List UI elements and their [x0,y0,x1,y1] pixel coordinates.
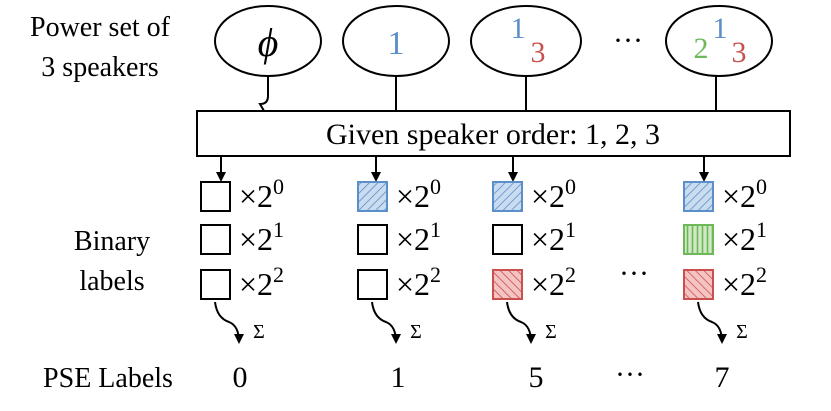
speaker-1-label: 1 [713,12,728,45]
pse-value-s123: 7 [715,361,730,394]
bit-box-0-on [492,181,523,212]
speaker-3-label: 3 [531,36,546,69]
pse-value-s1: 1 [391,361,406,394]
ellipsis-top: ··· [613,24,643,57]
sum-arrow [371,301,401,344]
bit-box-2-off [200,269,231,300]
subset-ellipse-s123 [665,5,773,77]
multiplier-label: ×20 [722,174,767,214]
sum-symbol: Σ [545,321,557,343]
pse-value-s13: 5 [529,361,544,394]
multiplier-label: ×21 [722,217,767,257]
bit-box-1-on [683,224,714,255]
speaker-1-label: 1 [388,25,405,62]
sum-arrow [697,301,727,344]
multiplier-label: ×20 [396,174,441,214]
bit-box-2-on [683,269,714,300]
speaker-3-label: 3 [732,36,747,69]
bit-box-0-on [683,181,714,212]
multiplier-label: ×21 [239,217,284,257]
sum-arrow [506,301,536,344]
sum-symbol: Σ [410,321,422,343]
connector-to-order-box [258,76,269,112]
power-set-label-line2: 3 speakers [41,52,158,83]
speaker-order-text: Given speaker order: 1, 2, 3 [326,118,660,151]
multiplier-label: ×22 [722,262,767,302]
empty-set-symbol: ϕ [258,20,279,65]
binary-label-line1: Binary [74,226,150,257]
ellipsis-bottom: ··· [615,358,645,391]
bit-box-0-on [357,181,388,212]
speaker-order-box [196,110,791,157]
multiplier-label: ×21 [531,217,576,257]
bit-box-1-off [492,224,523,255]
bit-box-1-off [200,224,231,255]
sum-arrow [214,301,244,344]
multiplier-label: ×21 [396,217,441,257]
ellipsis-middle: ··· [619,257,649,290]
binary-label-line2: labels [79,266,144,297]
sum-symbol: Σ [253,321,265,343]
subset-ellipse-s13 [470,5,582,77]
multiplier-label: ×22 [239,262,284,302]
multiplier-label: ×20 [239,174,284,214]
sum-symbol: Σ [736,321,748,343]
pse-labels-label: PSE Labels [43,363,173,394]
power-set-label-line1: Power set of [30,12,171,43]
bit-box-1-off [357,224,388,255]
subset-columns: ϕ×20×21×22Σ01×20×21×22Σ113×20×21×22Σ5213… [200,5,773,394]
bit-box-2-on [492,269,523,300]
speaker-1-label: 1 [511,12,526,45]
bit-box-0-off [200,181,231,212]
bit-box-2-off [357,269,388,300]
multiplier-label: ×20 [531,174,576,214]
multiplier-label: ×22 [531,262,576,302]
speaker-2-label: 2 [694,32,709,65]
pse-value-empty: 0 [233,361,248,394]
multiplier-label: ×22 [396,262,441,302]
